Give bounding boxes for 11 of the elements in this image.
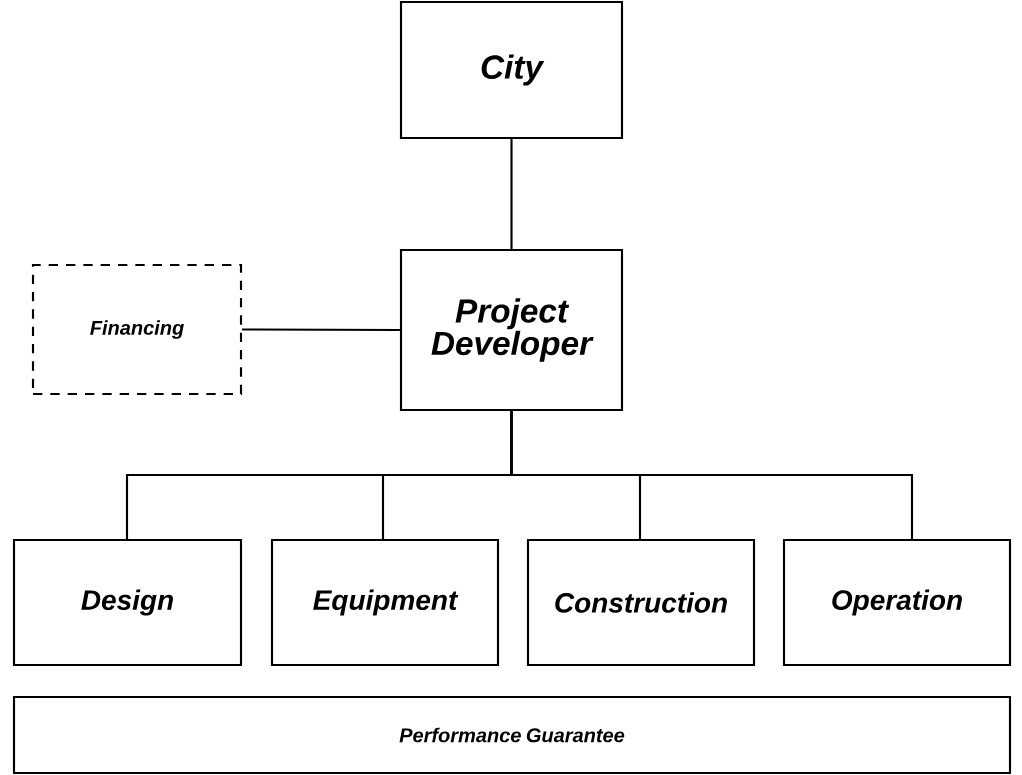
box: Operation (782, 538, 1012, 667)
box: Performance Guarantee (12, 695, 1012, 775)
connector-line (510, 139, 513, 249)
box: Construction (526, 538, 756, 667)
connector-line (510, 411, 914, 540)
box: Project Developer (399, 248, 624, 412)
box: City (399, 0, 624, 140)
box: Design (12, 538, 243, 667)
box: Equipment (270, 538, 500, 667)
connector-line (242, 328, 400, 332)
dashed-box: Financing (31, 263, 243, 396)
